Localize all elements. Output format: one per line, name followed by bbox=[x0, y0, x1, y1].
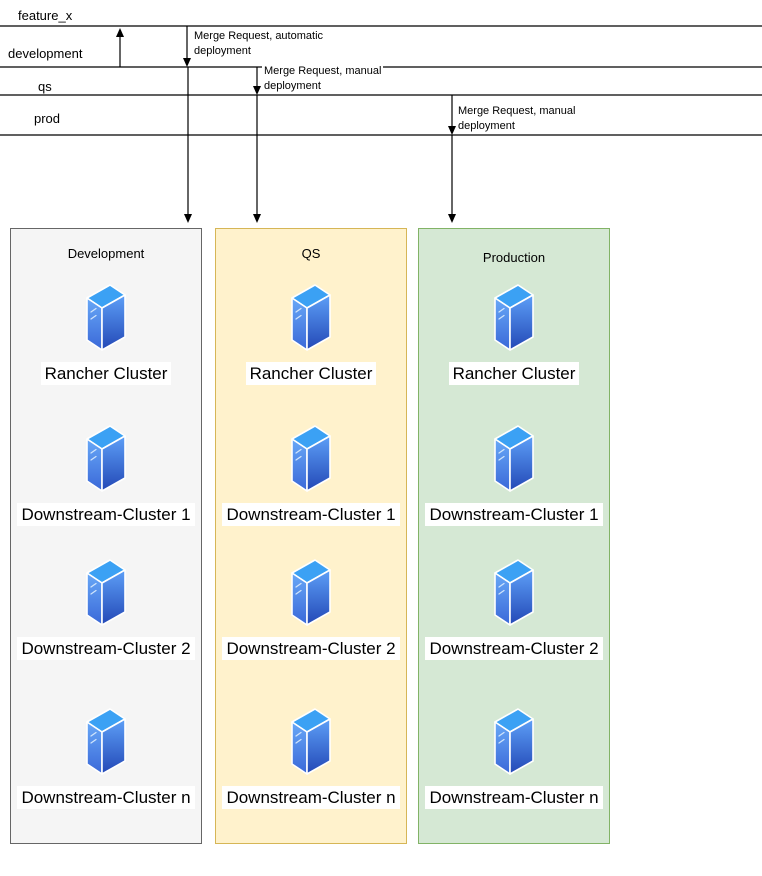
cluster-item: Rancher Cluster bbox=[419, 284, 609, 385]
cluster-item: Downstream-Cluster 1 bbox=[11, 425, 201, 526]
env-title: Production bbox=[482, 250, 546, 265]
server-icon bbox=[86, 284, 126, 351]
branch-lines-and-arrows bbox=[0, 25, 762, 223]
merge-label-line2: deployment bbox=[264, 80, 321, 92]
merge-label-line2: deployment bbox=[194, 45, 251, 57]
cluster-item: Downstream-Cluster 2 bbox=[216, 559, 406, 660]
cluster-item: Downstream-Cluster n bbox=[11, 708, 201, 809]
branch-label-prod: prod bbox=[34, 111, 61, 126]
cluster-label: Downstream-Cluster 2 bbox=[425, 637, 603, 660]
branch-label-development: development bbox=[8, 46, 83, 61]
cluster-item: Downstream-Cluster 2 bbox=[11, 559, 201, 660]
server-icon bbox=[291, 425, 331, 492]
cluster-item: Downstream-Cluster n bbox=[216, 708, 406, 809]
merge-label-line1: Merge Request, automatic bbox=[194, 30, 324, 42]
merge-label-line1: Merge Request, manual bbox=[264, 65, 382, 77]
cluster-label: Downstream-Cluster n bbox=[425, 786, 603, 809]
cluster-label: Downstream-Cluster 2 bbox=[17, 637, 195, 660]
cluster-item: Downstream-Cluster 1 bbox=[419, 425, 609, 526]
server-icon bbox=[494, 425, 534, 492]
server-icon bbox=[291, 708, 331, 775]
cluster-item: Downstream-Cluster n bbox=[419, 708, 609, 809]
server-icon bbox=[494, 559, 534, 626]
env-title: Development bbox=[67, 246, 145, 261]
server-icon bbox=[494, 708, 534, 775]
merge-label-line2: deployment bbox=[458, 120, 515, 132]
server-icon bbox=[86, 708, 126, 775]
cluster-item: Downstream-Cluster 2 bbox=[419, 559, 609, 660]
branch-label-qs: qs bbox=[38, 79, 52, 94]
merge-label-line1: Merge Request, manual bbox=[458, 105, 576, 117]
cluster-label: Downstream-Cluster 2 bbox=[222, 637, 400, 660]
server-icon bbox=[494, 284, 534, 351]
server-icon bbox=[86, 425, 126, 492]
cluster-item: Rancher Cluster bbox=[216, 284, 406, 385]
cluster-label: Downstream-Cluster 1 bbox=[222, 503, 400, 526]
cluster-label: Downstream-Cluster n bbox=[222, 786, 400, 809]
cluster-label: Downstream-Cluster n bbox=[17, 786, 195, 809]
cluster-label: Rancher Cluster bbox=[245, 362, 377, 385]
cluster-label: Rancher Cluster bbox=[40, 362, 172, 385]
env-column-development: Development Rancher Cluster Downstream-C… bbox=[10, 228, 202, 844]
env-column-qs: QS Rancher Cluster Downstream-Cluster 1 … bbox=[215, 228, 407, 844]
server-icon bbox=[291, 284, 331, 351]
cluster-label: Rancher Cluster bbox=[448, 362, 580, 385]
merge-label-manual-prod: Merge Request, manual deployment bbox=[456, 104, 578, 134]
server-icon bbox=[291, 559, 331, 626]
merge-label-manual-qs: Merge Request, manual deployment bbox=[262, 64, 384, 94]
cluster-item: Rancher Cluster bbox=[11, 284, 201, 385]
cluster-label: Downstream-Cluster 1 bbox=[17, 503, 195, 526]
cluster-label: Downstream-Cluster 1 bbox=[425, 503, 603, 526]
env-title: QS bbox=[301, 246, 321, 261]
server-icon bbox=[86, 559, 126, 626]
merge-label-automatic: Merge Request, automatic deployment bbox=[192, 29, 326, 59]
cluster-item: Downstream-Cluster 1 bbox=[216, 425, 406, 526]
env-column-production: Production Rancher Cluster Downstream-Cl… bbox=[418, 228, 610, 844]
branch-label-feature-x: feature_x bbox=[18, 8, 73, 23]
